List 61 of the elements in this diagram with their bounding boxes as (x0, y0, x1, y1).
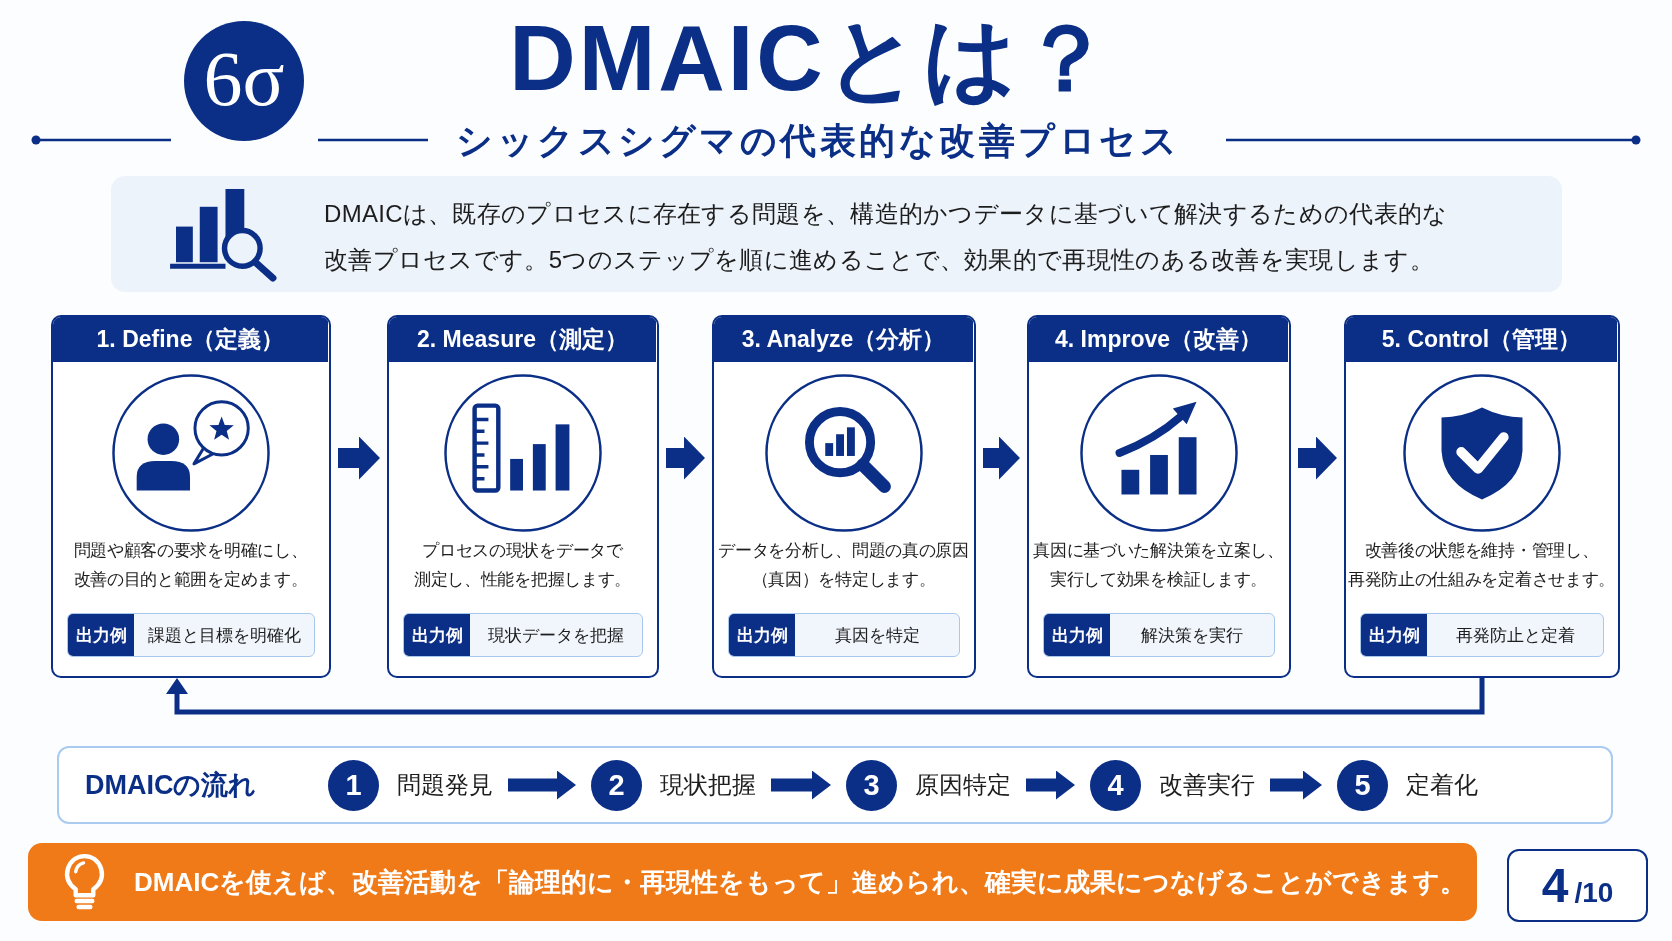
arrow (1270, 770, 1322, 800)
output-tag: 出力例 (68, 614, 134, 656)
output-tag: 出力例 (729, 614, 795, 656)
step-card (51, 315, 331, 678)
step-description: 真因に基づいた解決策を立案し、実行して効果を検証します。 (1032, 540, 1285, 590)
output-tag: 出力例 (1361, 614, 1427, 656)
subtitle: シックスシグマの代表的な改善プロセス (456, 119, 1180, 163)
step-description: プロセスの現状をデータで測定し、性能を把握します。 (412, 540, 633, 590)
step-description: データを分析し、問題の真の原因（真因）を特定します。 (717, 540, 970, 590)
arrow (1026, 770, 1075, 800)
flow-title: DMAICの流れ (85, 769, 257, 802)
step-description: 改善後の状態を維持・管理し、再発防止の仕組みを定着させます。 (1346, 540, 1617, 590)
page-counter (1507, 849, 1648, 922)
step-number: 4 (1090, 759, 1141, 811)
output-value: 真因を特定 (833, 624, 921, 647)
flow-panel (57, 746, 1613, 824)
tip-text: DMAICを使えば、改善活動を「論理的に・再現性をもって」進められ、確実に成果につなげることができます。 (134, 866, 1467, 899)
tip-banner (28, 843, 1477, 921)
step-header: 5. Control（管理） (1346, 317, 1617, 362)
output-box (67, 613, 315, 657)
title: DMAICとは？ (509, 8, 1115, 108)
output-value: 解決策を実行 (1140, 624, 1244, 647)
output-value: 再発防止と定着 (1454, 624, 1576, 647)
output-box (1360, 613, 1604, 657)
arrow (166, 678, 1485, 715)
arrow (1298, 436, 1337, 480)
output-value: 現状データを把握 (487, 624, 625, 647)
step-label: 現状把握 (660, 770, 756, 800)
arrow (771, 770, 831, 800)
step-label: 定着化 (1406, 770, 1478, 800)
step-header: 1. Define（定義） (53, 317, 328, 362)
step-header: 4. Improve（改善） (1029, 317, 1288, 362)
step-header: 2. Measure（測定） (389, 317, 656, 362)
arrow (508, 770, 576, 800)
output-tag: 出力例 (404, 614, 470, 656)
output-box (728, 613, 960, 657)
output-value: 課題と目標を明確化 (146, 624, 302, 647)
step-card (1027, 315, 1291, 678)
step-card (1344, 315, 1620, 678)
step-description: 問題や顧客の要求を明確にし、改善の目的と範囲を定めます。 (72, 540, 309, 590)
output-tag: 出力例 (1044, 614, 1110, 656)
step-label: 原因特定 (915, 770, 1011, 800)
step-card (387, 315, 659, 678)
sigma-badge: 6σ (184, 21, 304, 141)
arrow (338, 436, 380, 480)
output-box (1043, 613, 1275, 657)
step-label: 改善実行 (1159, 770, 1255, 800)
step-number: 1 (328, 759, 379, 811)
step-card (712, 315, 976, 678)
step-number: 2 (591, 759, 642, 811)
intro-panel (111, 176, 1562, 292)
arrow (983, 436, 1020, 480)
arrow (666, 436, 705, 480)
step-number: 5 (1337, 759, 1388, 811)
page-total: /10 (1574, 878, 1614, 907)
step-header: 3. Analyze（分析） (714, 317, 973, 362)
page-number: 4 (1541, 861, 1569, 910)
step-number: 3 (846, 759, 897, 811)
intro-text: DMAICは、既存のプロセスに存在する問題を、構造的かつデータに基づいて解決するための代表的な改善プロセスです。5つのステップを順に進めることで、効果的で再現性のある改善を実現します。 (324, 199, 1449, 275)
step-label: 問題発見 (397, 770, 493, 800)
output-box (403, 613, 643, 657)
